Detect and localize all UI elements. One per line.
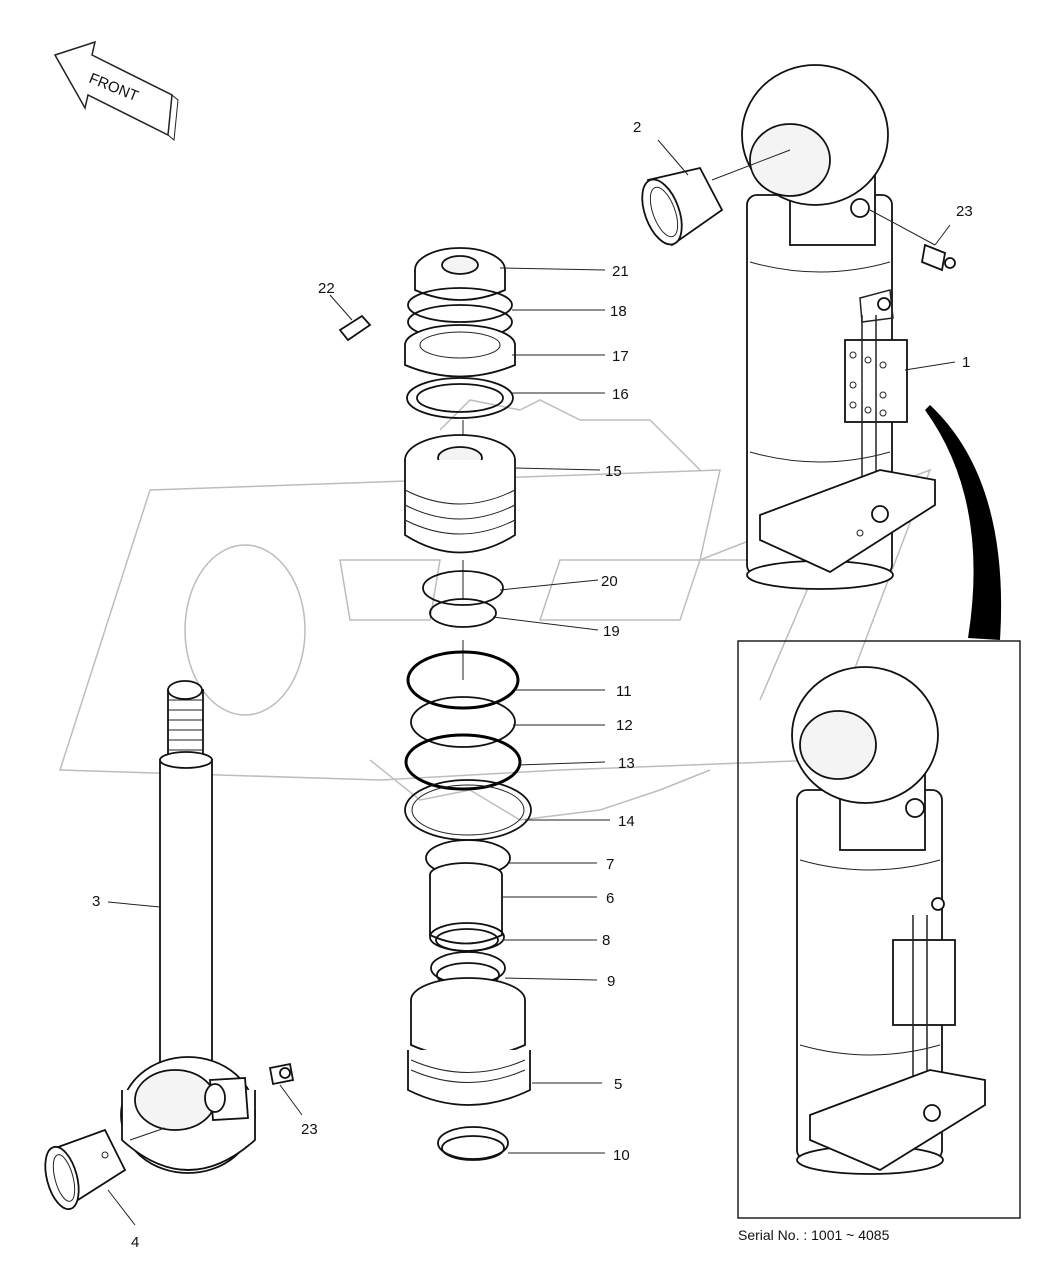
callout-9: 9 — [607, 973, 615, 990]
callout-20: 20 — [601, 573, 618, 590]
callout-14: 14 — [618, 813, 635, 830]
serial-number-label: Serial No. : 1001 ~ 4085 — [738, 1227, 890, 1243]
inset-pointer-arrow — [925, 405, 1002, 640]
cylinder-tube — [741, 64, 936, 590]
center-parts-stack — [338, 247, 532, 1161]
bushing-2 — [641, 166, 724, 247]
front-arrow: FRONT — [53, 40, 179, 141]
grease-nipple-bottom — [268, 1062, 295, 1086]
callout-15: 15 — [605, 463, 622, 480]
callout-8: 8 — [602, 932, 610, 949]
callout-5: 5 — [614, 1076, 622, 1093]
callout-17: 17 — [612, 348, 629, 365]
callout-labels: 1 2 3 4 5 6 7 8 9 10 11 12 13 14 15 16 1… — [92, 119, 973, 1251]
callout-16: 16 — [612, 386, 629, 403]
callout-4: 4 — [131, 1234, 139, 1251]
callout-18: 18 — [610, 303, 627, 320]
callout-6: 6 — [606, 890, 614, 907]
block-holes — [849, 351, 887, 417]
callout-10: 10 — [613, 1147, 630, 1164]
callout-1: 1 — [962, 354, 970, 371]
callout-13: 13 — [618, 755, 635, 772]
callout-11: 11 — [616, 683, 632, 700]
grease-nipple-top — [920, 243, 956, 272]
callout-21: 21 — [612, 263, 629, 280]
callout-23-top: 23 — [956, 203, 973, 220]
piston-rod — [120, 680, 256, 1174]
leader-lines — [107, 139, 956, 1226]
callout-22: 22 — [318, 280, 335, 297]
callout-19: 19 — [603, 623, 620, 640]
inset-variant-box: Serial No. : 1001 ~ 4085 — [737, 640, 1021, 1243]
callout-7: 7 — [606, 856, 614, 873]
bushing-4 — [44, 1128, 127, 1211]
callout-12: 12 — [616, 717, 633, 734]
callout-2: 2 — [633, 119, 641, 136]
callout-3: 3 — [92, 893, 100, 910]
callout-23-bottom: 23 — [301, 1121, 318, 1138]
